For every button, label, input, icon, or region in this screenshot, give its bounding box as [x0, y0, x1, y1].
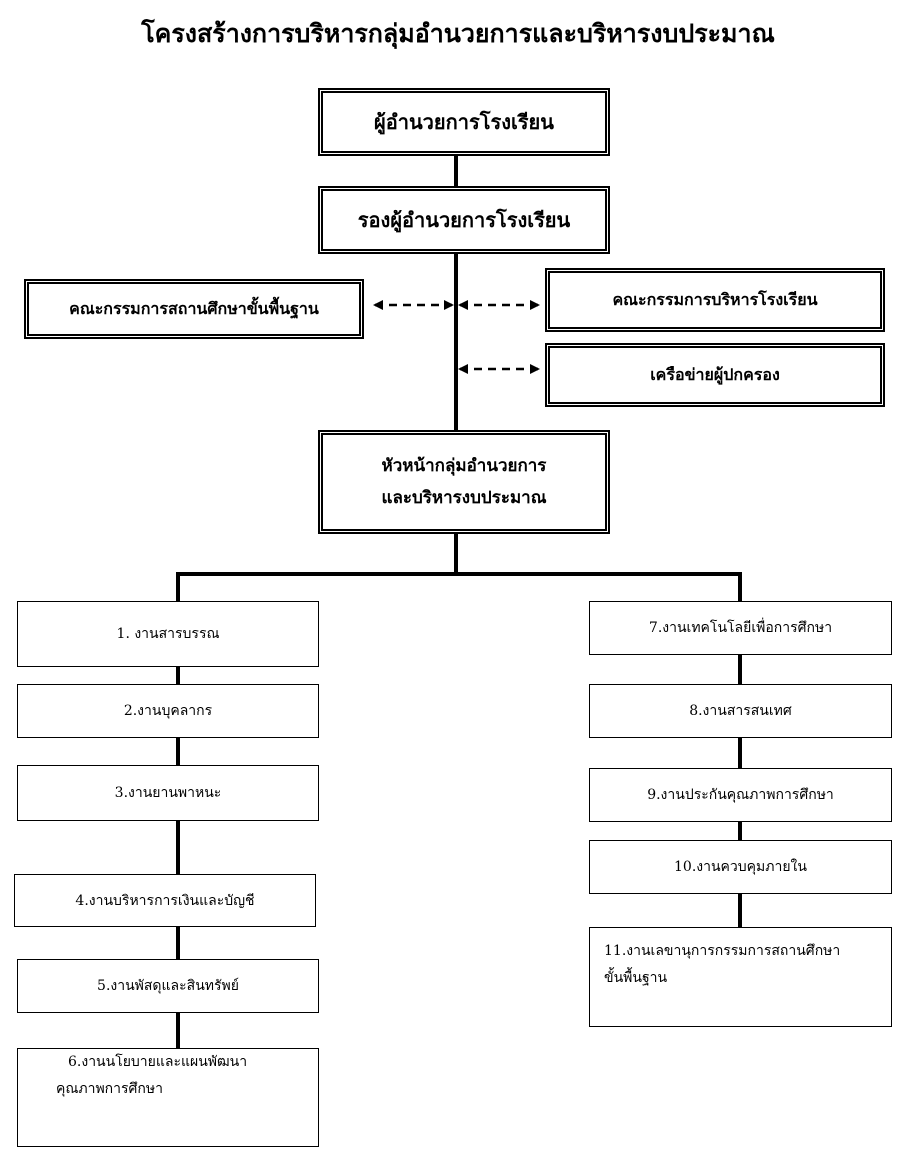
task-label-6-line1: 6.งานนโยบายและแผนพัฒนา [68, 1054, 248, 1070]
task-box-11: 11.งานเลขานุการกรรมการสถานศึกษา ขั้นพื้น… [589, 927, 892, 1027]
task-box-8: 8.งานสารสนเทศ [589, 684, 892, 738]
parent-network-label: เครือข่ายผู้ปกครอง [650, 364, 780, 384]
deputy-label: รองผู้อำนวยการโรงเรียน [357, 208, 571, 232]
connector-main-vertical [454, 153, 458, 575]
task-label-5: 5.งานพัสดุและสินทรัพย์ [97, 978, 239, 994]
school-committee-label: คณะกรรมการบริหารโรงเรียน [612, 289, 818, 309]
connector-horizontal-split [176, 572, 742, 576]
group-head-box: หัวหน้ากลุ่มอำนวยการ และบริหารงบประมาณ [318, 430, 610, 534]
group-head-line1: หัวหน้ากลุ่มอำนวยการ [381, 455, 547, 476]
director-label: ผู้อำนวยการโรงเรียน [374, 110, 554, 134]
group-head-line2: และบริหารงบประมาณ [381, 488, 547, 508]
parent-network-box: เครือข่ายผู้ปกครอง [545, 343, 885, 407]
task-label-4: 4.งานบริหารการเงินและบัญชี [75, 892, 255, 909]
task-label-6-line2: คุณภาพการศึกษา [56, 1080, 163, 1097]
task-label-1: 1. งานสารบรรณ [116, 626, 220, 642]
task-label-3: 3.งานยานพาหนะ [114, 785, 222, 801]
task-box-2: 2.งานบุคลากร [17, 684, 319, 738]
task-label-11-line2: ขั้นพื้นฐาน [604, 969, 668, 986]
task-box-9: 9.งานประกันคุณภาพการศึกษา [589, 768, 892, 822]
director-box: ผู้อำนวยการโรงเรียน [318, 88, 610, 156]
basic-committee-label: คณะกรรมการสถานศึกษาขั้นพื้นฐาน [69, 298, 319, 318]
task-label-2: 2.งานบุคลากร [123, 703, 213, 719]
task-box-6: 6.งานนโยบายและแผนพัฒนา คุณภาพการศึกษา [17, 1048, 319, 1147]
basic-committee-box: คณะกรรมการสถานศึกษาขั้นพื้นฐาน [24, 279, 364, 339]
task-label-11-line1: 11.งานเลขานุการกรรมการสถานศึกษา [604, 943, 841, 959]
task-box-10: 10.งานควบคุมภายใน [589, 840, 892, 894]
task-label-8: 8.งานสารสนเทศ [689, 703, 792, 719]
connector-right-vertical [738, 572, 742, 929]
task-box-3: 3.งานยานพาหนะ [17, 765, 319, 821]
task-box-1: 1. งานสารบรรณ [17, 601, 319, 667]
school-committee-box: คณะกรรมการบริหารโรงเรียน [545, 268, 885, 332]
task-label-9: 9.งานประกันคุณภาพการศึกษา [647, 787, 834, 803]
task-box-4: 4.งานบริหารการเงินและบัญชี [14, 874, 316, 927]
chart-title: โครงสร้างการบริหารกลุ่มอำนวยการและบริหาร… [141, 19, 775, 48]
task-label-7: 7.งานเทคโนโลยีเพื่อการศึกษา [648, 620, 833, 636]
task-box-7: 7.งานเทคโนโลยีเพื่อการศึกษา [589, 601, 892, 655]
task-label-10: 10.งานควบคุมภายใน [674, 859, 807, 875]
deputy-box: รองผู้อำนวยการโรงเรียน [318, 186, 610, 254]
task-box-5: 5.งานพัสดุและสินทรัพย์ [17, 959, 319, 1013]
